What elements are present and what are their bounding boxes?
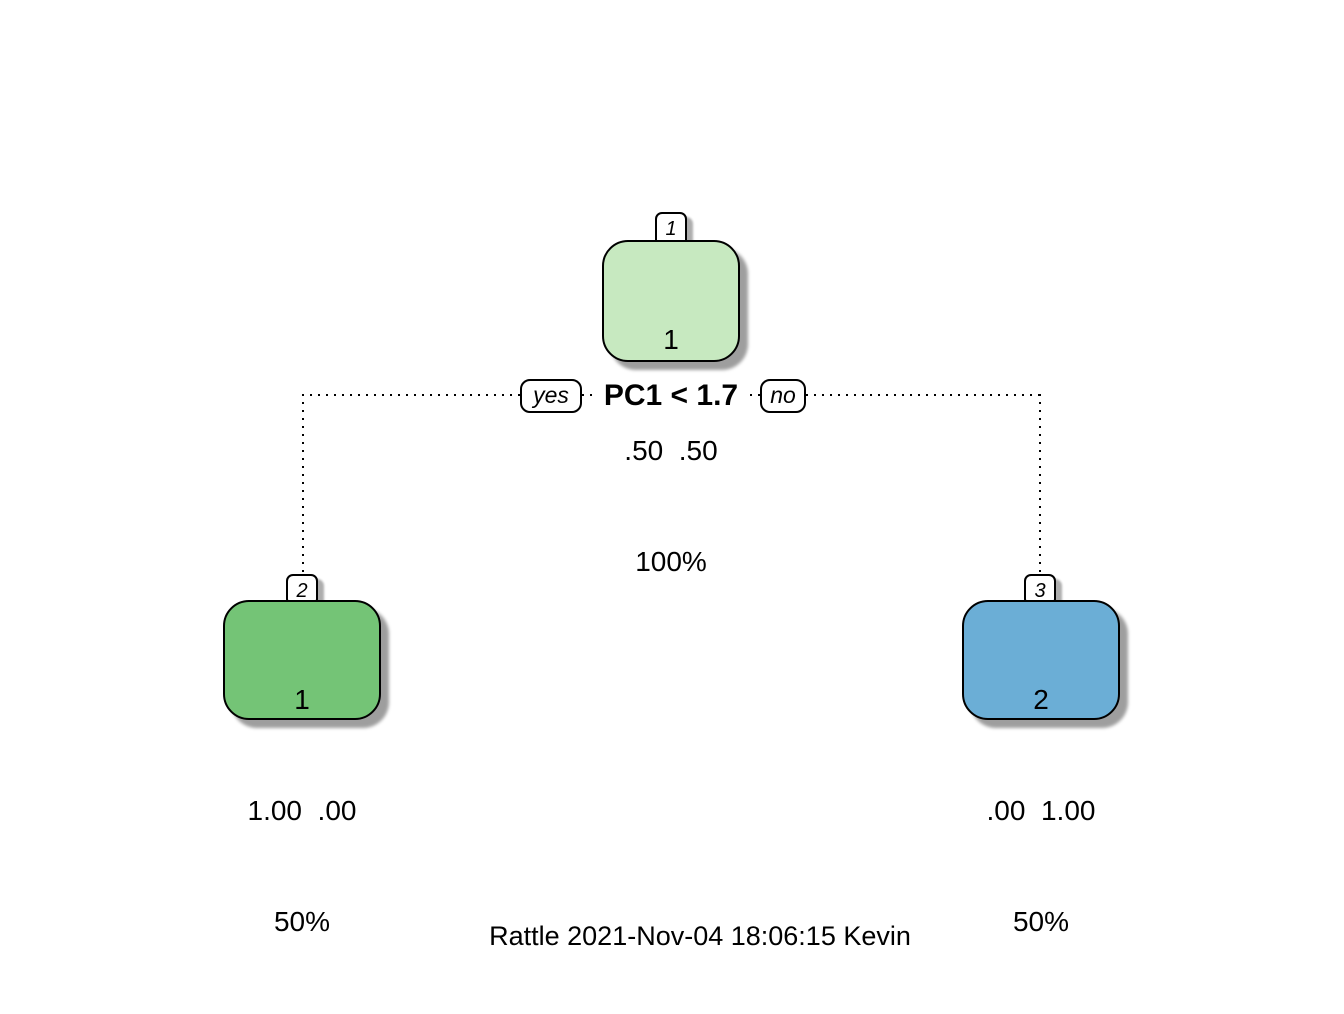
- split-condition-label: PC1 < 1.7: [598, 377, 744, 415]
- edge-label-no-text: no: [770, 382, 796, 408]
- branch-connector-left-vertical: [302, 394, 304, 574]
- edge-label-yes-text: yes: [533, 382, 569, 408]
- node-1-class: 1: [663, 324, 679, 355]
- node-2-class: 1: [294, 684, 310, 715]
- node-3-probabilities: .00 1.00: [986, 795, 1096, 826]
- edge-label-no: no: [760, 379, 806, 413]
- node-2-tab-number: 2: [296, 580, 308, 602]
- branch-connector-right-vertical: [1039, 394, 1041, 574]
- node-3-coverage: 50%: [1012, 906, 1070, 937]
- decision-tree-plot: yes PC1 < 1.7 no 1 1 .50 .50 100% 2 1 1.…: [223, 212, 1120, 951]
- node-2-probabilities: 1.00 .00: [247, 795, 357, 826]
- node-1-box: 1 .50 .50 100%: [602, 240, 740, 577]
- plot-caption: Rattle 2021-Nov-04 18:06:15 Kevin: [489, 921, 911, 951]
- node-2-coverage: 50%: [273, 906, 331, 937]
- node-2-box: 1 1.00 .00 50%: [223, 600, 381, 937]
- node-3-box: 2 .00 1.00 50%: [962, 600, 1120, 937]
- node-1-coverage: 100%: [635, 546, 707, 577]
- node-1-probabilities: .50 .50: [624, 435, 718, 466]
- edge-label-yes: yes: [520, 379, 582, 413]
- node-3-tab-number: 3: [1034, 580, 1046, 602]
- node-3-class: 2: [1033, 684, 1049, 715]
- node-1-tab-number: 1: [665, 218, 677, 240]
